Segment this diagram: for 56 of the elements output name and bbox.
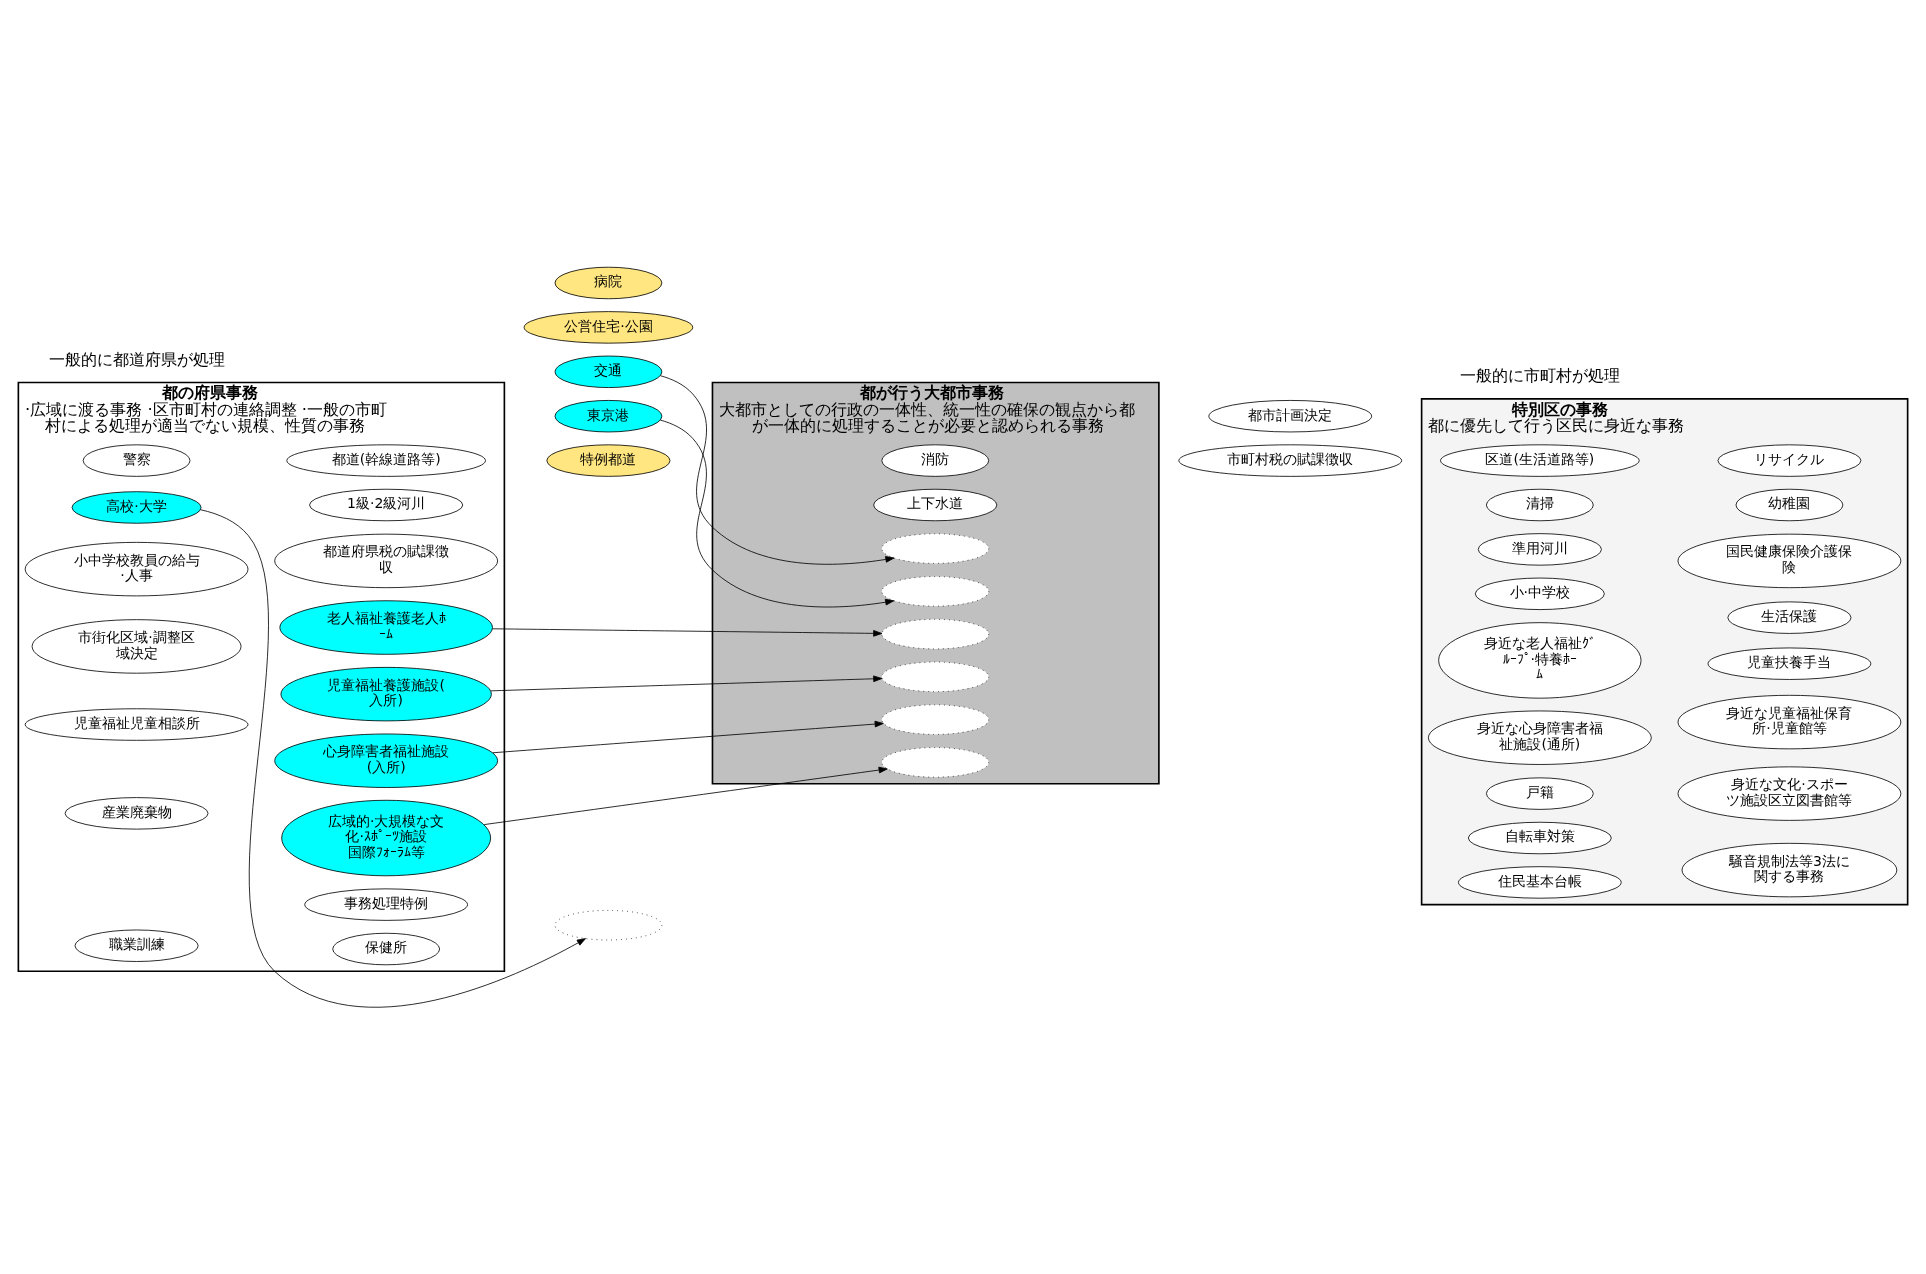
node-ellipse: 警察 (82, 443, 191, 477)
node-ellipse: 公営住宅·公園 (523, 310, 694, 344)
node-ellipse: 高校·大学 (71, 490, 202, 524)
node-ellipse: 幼稚園 (1735, 488, 1844, 521)
node-ellipse: 住民基本台帳 (1458, 865, 1622, 899)
node-ellipse: 交通 (554, 355, 663, 388)
arrow (200, 508, 586, 1008)
node-ellipse: 区道(生活道路等) (1440, 443, 1640, 477)
arrow (492, 627, 883, 637)
node-ellipse: リサイクル (1717, 443, 1862, 477)
node-ellipse: 1級·2級河川 (309, 488, 464, 521)
node-ellipse: 国民健康保険介護保険 (1677, 533, 1902, 588)
node-ellipse: 戸籍 (1486, 776, 1594, 810)
arrow (490, 675, 883, 691)
node-ellipse: 特例都道 (546, 443, 671, 477)
node-ellipse: 市街化区域·調整区域決定 (31, 618, 242, 674)
label: 一般的に都道府県が処理 (48, 350, 225, 369)
node-ellipse: 小中学校教員の給与·人事 (24, 541, 249, 596)
node-ellipse: 事務処理特例 (304, 887, 468, 921)
node-ellipse: 職業訓練 (74, 929, 199, 962)
node-ellipse: 心身障害者福祉施設(入所) (274, 733, 498, 788)
node-ellipse (881, 618, 990, 649)
node-ellipse: 都市計画決定 (1208, 399, 1373, 432)
node-ellipse: 児童福祉児童相談所 (24, 707, 249, 741)
node-ellipse (881, 661, 990, 692)
node-ellipse: 病院 (554, 266, 663, 299)
node-ellipse: 老人福祉養護老人ﾎｰﾑ (279, 599, 493, 655)
arrow (483, 766, 888, 825)
node-ellipse: 準用河川 (1477, 532, 1602, 566)
arrow (492, 720, 884, 753)
arrow (659, 374, 895, 565)
node-ellipse: 身近な心身障害者福祉施設(通所) (1428, 710, 1652, 765)
node-ellipse: 産業廃棄物 (64, 796, 209, 830)
node-ellipse (881, 703, 990, 735)
node-ellipse: 広域的·大規模な文化·ｽﾎﾟｰﾂ施設国際ﾌｫｰﾗﾑ等 (281, 799, 492, 876)
node-ellipse: 都道(幹線道路等) (286, 443, 486, 477)
node-ellipse: 児童福祉養護施設(入所) (280, 666, 492, 721)
node-ellipse: 身近な老人福祉ｸﾞﾙｰﾌﾟ·特養ﾎｰﾑ (1438, 621, 1642, 699)
node-ellipse: 都道府県税の賦課徴収 (274, 533, 498, 588)
node-ellipse: 自転車対策 (1467, 821, 1612, 854)
node-ellipse: 児童扶養手当 (1707, 647, 1872, 680)
node-ellipse: 身近な児童福祉保育所·児童館等 (1677, 694, 1902, 749)
node-ellipse: 消防 (881, 443, 990, 477)
node-ellipse: 保健所 (332, 932, 441, 965)
arrow (659, 419, 895, 607)
node-ellipse: 市町村税の賦課徴収 (1178, 443, 1403, 477)
node-ellipse (554, 909, 663, 940)
node-ellipse: 上下水道 (873, 488, 998, 521)
node-ellipse: 騒音規制法等3法に関する事務 (1681, 842, 1898, 897)
node-ellipse: 東京港 (554, 399, 663, 432)
node-ellipse: 身近な文化·スポーツ施設区立図書館等 (1677, 765, 1902, 821)
node-ellipse: 生活保護 (1727, 600, 1852, 634)
node-ellipse: 清掃 (1486, 488, 1594, 521)
label: 一般的に市町村が処理 (1459, 366, 1620, 385)
node-ellipse (881, 746, 990, 778)
node-ellipse: 小·中学校 (1474, 577, 1605, 610)
